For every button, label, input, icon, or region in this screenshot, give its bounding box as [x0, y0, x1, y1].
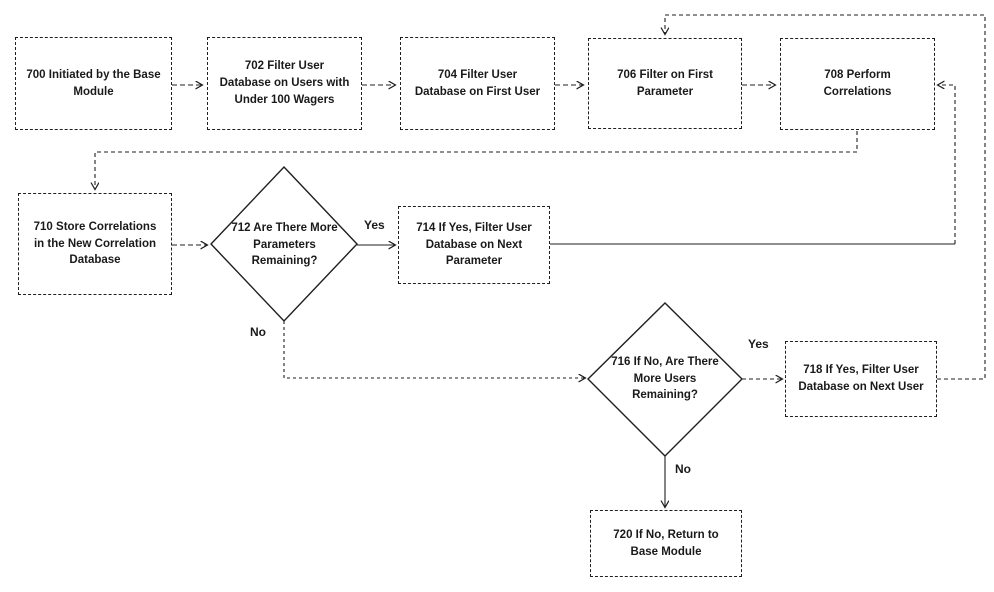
node-700-initiated-by-base-module: 700 Initiated by the Base Module — [15, 37, 172, 130]
branch-label-yes-users: Yes — [746, 337, 771, 351]
node-704-filter-first-user: 704 Filter User Database on First User — [400, 37, 555, 130]
node-702-filter-under-100-wagers: 702 Filter User Database on Users with U… — [207, 37, 362, 130]
node-706-filter-first-parameter: 706 Filter on First Parameter — [588, 38, 742, 129]
node-708-perform-correlations: 708 Perform Correlations — [780, 38, 935, 130]
branch-label-no-parameters: No — [248, 325, 268, 339]
node-714-filter-next-parameter: 714 If Yes, Filter User Database on Next… — [398, 206, 550, 284]
branch-label-yes-parameters: Yes — [362, 218, 387, 232]
node-720-return-to-base-module: 720 If No, Return to Base Module — [590, 510, 742, 577]
edge-718-706-loop — [665, 14, 986, 380]
node-710-store-correlations: 710 Store Correlations in the New Correl… — [18, 193, 172, 295]
decision-712-more-parameters-label: 712 Are There More Parameters Remaining? — [231, 221, 338, 268]
node-718-filter-next-user: 718 If Yes, Filter User Database on Next… — [785, 341, 937, 417]
edge-708-710 — [95, 131, 858, 189]
decision-716-more-users-label: 716 If No, Are There More Users Remainin… — [611, 355, 719, 402]
edge-714-708-loop — [938, 85, 956, 244]
edge-712-716-no — [283, 321, 585, 378]
branch-label-no-users: No — [673, 462, 693, 476]
